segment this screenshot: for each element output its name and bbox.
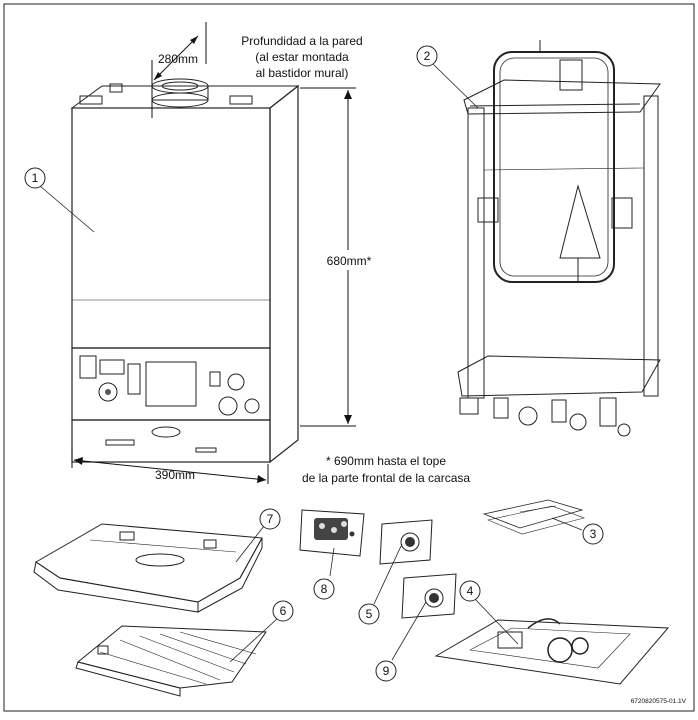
- callout-6-label: 6: [280, 604, 287, 618]
- depth-note-line-1: Profundidad a la pared: [241, 34, 362, 48]
- callout-2-label: 2: [424, 49, 431, 63]
- footnote-line-2: de la parte frontal de la carcasa: [302, 471, 470, 485]
- gasket-pack-9: [401, 573, 457, 619]
- callout-5: 5: [358, 603, 380, 625]
- depth-note-line-3: al bastidor mural): [256, 66, 349, 80]
- callout-8-label: 8: [321, 582, 328, 596]
- callout-7: 7: [259, 508, 281, 530]
- gasket-pack-5: [379, 519, 433, 565]
- callout-3-label: 3: [590, 527, 597, 541]
- boiler-unit: [70, 78, 300, 464]
- callout-1: 1: [24, 167, 46, 189]
- callout-4: 4: [459, 580, 481, 602]
- depth-value-label: 280mm: [158, 52, 198, 66]
- width-value-label: 390mm: [155, 468, 195, 482]
- depth-note-line-2: (al estar montada: [255, 50, 349, 64]
- depth-dimension: [151, 22, 207, 118]
- bottom-grille: [75, 625, 267, 697]
- mounting-frame: [457, 40, 661, 437]
- height-dimension: [300, 87, 356, 427]
- lower-cover-tray: [33, 523, 263, 613]
- callout-1-label: 1: [32, 171, 39, 185]
- callout-9-label: 9: [383, 664, 390, 678]
- callout-2: 2: [416, 45, 438, 67]
- installation-kit: [434, 618, 670, 685]
- callout-7-label: 7: [267, 512, 274, 526]
- callout-4-label: 4: [467, 584, 474, 598]
- width-dimension: [71, 448, 269, 484]
- callout-3: 3: [582, 523, 604, 545]
- callout-9: 9: [375, 660, 397, 682]
- documentation-pack: [482, 499, 585, 535]
- footnote-line-1: * 690mm hasta el tope: [326, 454, 446, 468]
- reference-code: 6720820575-01.1V: [631, 698, 687, 705]
- height-value-label: 680mm*: [327, 254, 372, 268]
- callout-5-label: 5: [366, 607, 373, 621]
- callout-leaders: [39, 63, 583, 663]
- callout-8: 8: [313, 578, 335, 600]
- callout-6: 6: [272, 600, 294, 622]
- figure-border: [3, 3, 695, 712]
- screw-bag: [299, 509, 365, 557]
